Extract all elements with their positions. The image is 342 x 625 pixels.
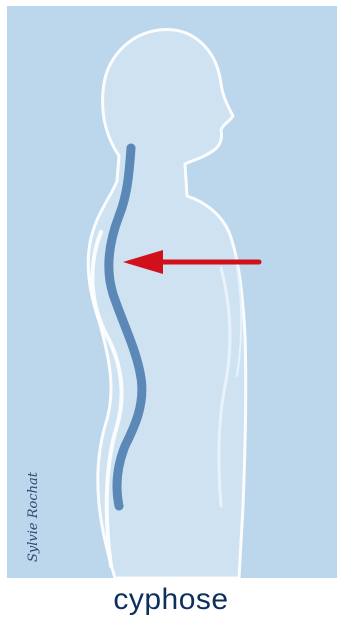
artist-signature: Sylvie Rochat: [26, 471, 41, 562]
illustration-panel: Sylvie Rochat: [7, 6, 337, 578]
caption-label: cyphose: [0, 580, 342, 620]
posture-illustration: Sylvie Rochat: [7, 6, 337, 578]
